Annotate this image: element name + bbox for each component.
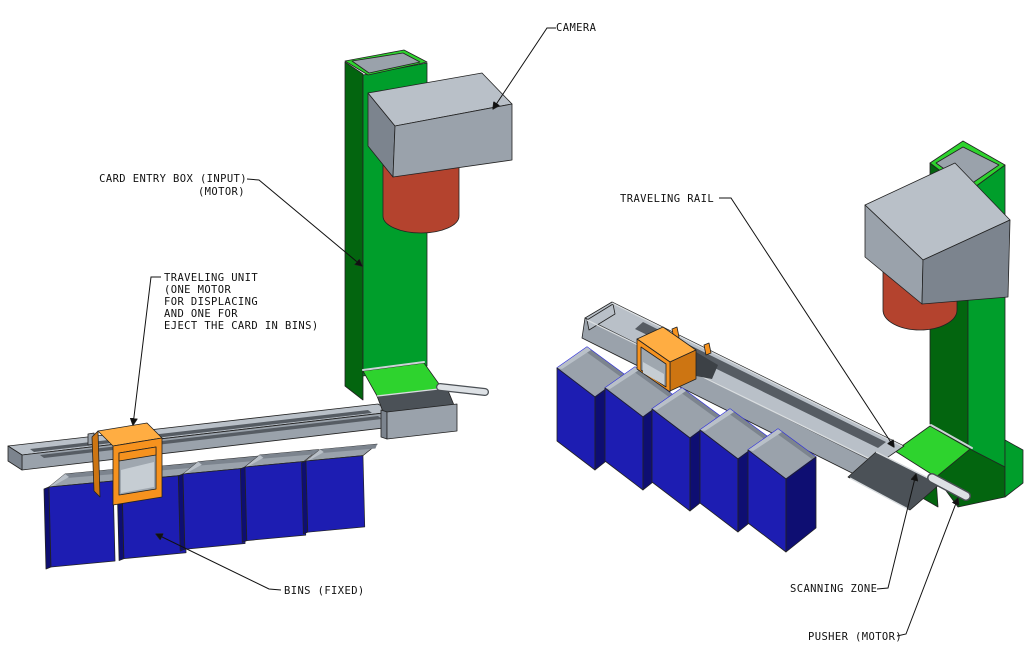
tower-top-opening-interior — [351, 52, 421, 74]
right-view — [556, 140, 1024, 553]
traveling-unit-leader-line — [133, 276, 161, 425]
traveling-unit-label-line3: FOR DISPLACING — [164, 296, 258, 308]
base-box-side — [380, 409, 388, 440]
unit-shadow — [696, 352, 718, 379]
bins-leader-line — [156, 534, 282, 591]
scanning-zone-label: SCANNING ZONE — [790, 583, 877, 595]
camera-leader-line — [493, 27, 556, 109]
unit-window-plate — [643, 362, 664, 385]
traveling-unit-right — [636, 326, 718, 393]
unit-peg — [703, 342, 712, 356]
pusher-rod — [437, 384, 488, 395]
pusher-rod — [928, 474, 970, 500]
traveling-rail-label: TRAVELING RAIL — [620, 193, 714, 205]
tower-side-face — [344, 61, 364, 401]
plate-rim-highlight — [376, 387, 448, 397]
traveling-unit-label-line2: (ONE MOTOR — [164, 284, 231, 296]
base-box-front — [386, 403, 458, 440]
ramp-rim-highlight — [930, 424, 973, 449]
camera-box-right-face — [921, 219, 1011, 305]
traveling-unit-label-line5: EJECT THE CARD IN BINS) — [164, 320, 319, 332]
camera-box-left — [367, 72, 513, 178]
bins-label: BINS (FIXED) — [284, 585, 365, 597]
traveling-unit-label-line1: TRAVELING UNIT — [164, 272, 258, 284]
rail-edge-highlight — [586, 319, 879, 464]
foot-right-face — [1004, 439, 1024, 498]
ramp-rim-highlight — [362, 361, 425, 371]
traveling-unit-label-line4: AND ONE FOR — [164, 308, 238, 320]
traveling-rail-leader-line — [719, 197, 894, 447]
traveling-unit-left — [87, 422, 163, 506]
rail-end-cap — [7, 445, 23, 471]
unit-roller — [118, 446, 157, 462]
pusher-leader-line — [896, 498, 958, 637]
card-entry-label-line1: CARD ENTRY BOX (INPUT) — [99, 173, 247, 185]
camera-label: CAMERA — [556, 22, 597, 34]
rail-edge-highlight — [611, 302, 903, 447]
bin — [301, 443, 378, 535]
output-base-left — [362, 361, 489, 440]
unit-side-face — [91, 430, 101, 498]
annotations: CAMERA CARD ENTRY BOX (INPUT) (MOTOR) TR… — [99, 22, 958, 643]
camera-lens-cylinder-left — [382, 164, 460, 234]
plate-rim-highlight — [849, 477, 909, 510]
pusher-label: PUSHER (MOTOR) — [808, 631, 902, 643]
unit-window-plate — [121, 462, 154, 493]
card-entry-label-line2: (MOTOR) — [198, 186, 245, 198]
card-entry-leader-line — [246, 178, 362, 266]
scanning-zone-leader-line — [876, 474, 916, 590]
camera-box-right — [864, 162, 1011, 305]
left-view — [7, 49, 513, 570]
scanning-zone-right — [847, 451, 971, 511]
camera-box-front-face — [392, 103, 513, 178]
